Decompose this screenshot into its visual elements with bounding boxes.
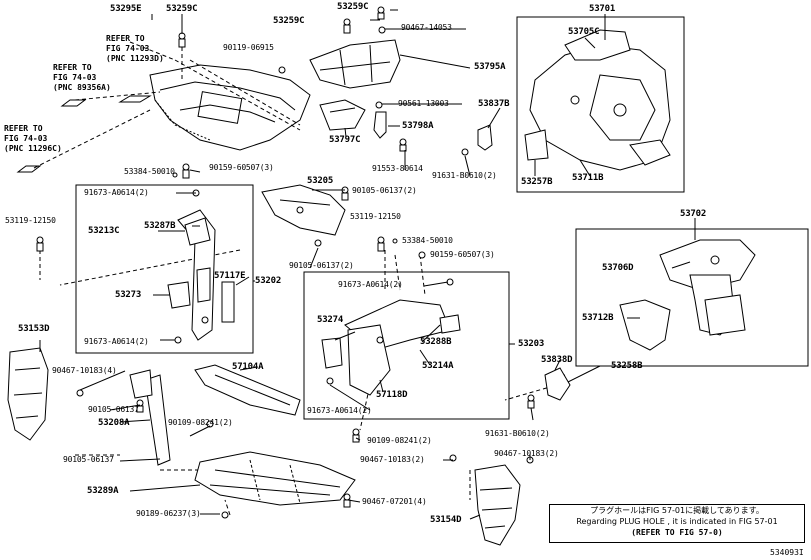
label-53797C: 53797C xyxy=(329,135,361,145)
label-57104A: 57104A xyxy=(232,362,264,372)
label-90159-60507-b: 90159-60507(3) xyxy=(430,250,495,259)
label-91631-B0610-b: 91631-B0610(2) xyxy=(485,429,550,438)
label-90109-08241-b: 90109-08241(2) xyxy=(367,436,432,445)
group-box-53701 xyxy=(516,16,685,193)
part-53202-support xyxy=(167,209,235,341)
label-53203: 53203 xyxy=(518,339,545,349)
label-53154D: 53154D xyxy=(430,515,462,525)
label-91673-A0614-a: 91673-A0614(2) xyxy=(84,188,149,197)
label-53288B: 53288B xyxy=(420,337,452,347)
label-90105-06137-d: 90105-06137 xyxy=(63,455,114,464)
label-57117E: 57117E xyxy=(214,271,246,281)
label-91673-A0614-b: 91673-A0614(2) xyxy=(338,280,403,289)
label-90109-08241-a: 90109-08241(2) xyxy=(168,418,233,427)
note-reference: (REFER TO FIG 57-0) xyxy=(631,528,723,537)
label-53213C: 53213C xyxy=(88,226,120,236)
part-53837B-bracket xyxy=(477,124,493,151)
label-53214A: 53214A xyxy=(422,361,454,371)
label-53202: 53202 xyxy=(255,276,282,286)
label-53798A: 53798A xyxy=(402,121,434,131)
label-53838D: 53838D xyxy=(541,355,573,365)
group-box-53702 xyxy=(575,228,809,367)
refer-to-11293D: REFER TO FIG 74-03 (PNC 11293D) xyxy=(106,34,164,63)
plug-hole-note: プラグホールはFIG 57-01に掲載してあります。 Regarding PLU… xyxy=(549,504,805,543)
part-53153D-shield xyxy=(7,347,49,441)
part-53289A-cover xyxy=(194,451,356,506)
label-90105-06137-c: 90105-06137 xyxy=(88,405,139,414)
group-box-53203 xyxy=(303,271,510,420)
label-53795A: 53795A xyxy=(474,62,506,72)
part-53203-support xyxy=(321,299,461,396)
part-57104A-seal xyxy=(194,364,301,416)
part-53701-apron xyxy=(524,29,671,171)
ref-plates xyxy=(16,95,152,173)
label-53384-50010-b: 53384-50010 xyxy=(402,236,453,245)
part-53154D-shield xyxy=(474,464,521,546)
label-90189-06237: 90189-06237(3) xyxy=(136,509,201,518)
label-57118D: 57118D xyxy=(376,390,408,400)
part-53798A-hook xyxy=(373,111,387,139)
label-91631-B0610-a: 91631-B0610(2) xyxy=(432,171,497,180)
part-53208A-bar xyxy=(129,369,171,466)
document-id: 534093I xyxy=(770,548,804,557)
group-box-53202 xyxy=(75,184,254,354)
label-53274: 53274 xyxy=(317,315,344,325)
label-53119-12150-b: 53119-12150 xyxy=(350,212,401,221)
note-japanese: プラグホールはFIG 57-01に掲載してあります。 xyxy=(590,506,764,515)
label-53702: 53702 xyxy=(680,209,707,219)
label-90467-10183-b: 90467-10183(2) xyxy=(360,455,425,464)
label-53705C: 53705C xyxy=(568,27,600,37)
label-53837B: 53837B xyxy=(478,99,510,109)
label-90105-06137-a: 90105-06137(2) xyxy=(352,186,417,195)
label-53711B: 53711B xyxy=(572,173,604,183)
label-90159-60507-a: 90159-60507(3) xyxy=(209,163,274,172)
label-90467-07201: 90467-07201(4) xyxy=(362,497,427,506)
label-53295E: 53295E xyxy=(110,4,142,14)
label-91553-80614: 91553-80614 xyxy=(372,164,423,173)
part-53702-apron xyxy=(619,239,756,351)
label-53258B: 53258B xyxy=(611,361,643,371)
label-90467-10183-a: 90467-10183(4) xyxy=(52,366,117,375)
part-53838D-bracket xyxy=(544,367,571,401)
label-91673-A0614-d: 91673-A0614(2) xyxy=(307,406,372,415)
label-53205: 53205 xyxy=(307,176,334,186)
label-53153D: 53153D xyxy=(18,324,50,334)
label-90561-13003: 90561-13003 xyxy=(398,99,449,108)
note-english: Regarding PLUG HOLE , it is indicated in… xyxy=(576,517,778,526)
refer-to-89356A: REFER TO FIG 74-03 (PNC 89356A) xyxy=(53,63,111,92)
label-53289A: 53289A xyxy=(87,486,119,496)
refer-to-11296C: REFER TO FIG 74-03 (PNC 11296C) xyxy=(4,124,62,153)
label-91673-A0614-c: 91673-A0614(2) xyxy=(84,337,149,346)
label-90467-10183-c: 90467-10183(2) xyxy=(494,449,559,458)
part-53795A-bracket xyxy=(309,39,401,89)
part-53295E-under-cover xyxy=(149,64,311,151)
label-90105-06137-b: 90105-06137(2) xyxy=(289,261,354,270)
label-53208A: 53208A xyxy=(98,418,130,428)
label-90467-14053: 90467-14053 xyxy=(401,23,452,32)
label-53273: 53273 xyxy=(115,290,142,300)
label-53384-50010-a: 53384-50010 xyxy=(124,167,175,176)
part-53205-bracket xyxy=(261,184,346,236)
label-53259C-c: 53259C xyxy=(273,16,305,26)
label-53259C-a: 53259C xyxy=(166,4,198,14)
label-90119-06915: 90119-06915 xyxy=(223,43,274,52)
part-53797C-bracket xyxy=(319,99,366,131)
label-53701: 53701 xyxy=(589,4,616,14)
label-53706D: 53706D xyxy=(602,263,634,273)
label-53259C-b: 53259C xyxy=(337,2,369,12)
label-53712B: 53712B xyxy=(582,313,614,323)
label-53119-12150-a: 53119-12150 xyxy=(5,216,56,225)
label-53287B: 53287B xyxy=(144,221,176,231)
leader-lines xyxy=(39,9,696,520)
label-53257B: 53257B xyxy=(521,177,553,187)
